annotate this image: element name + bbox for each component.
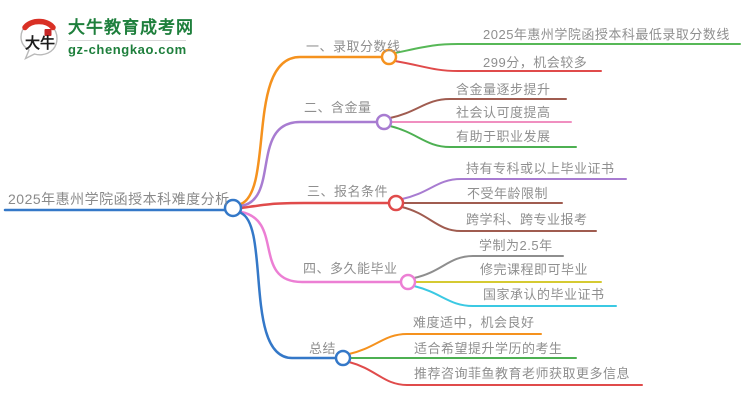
leaf-label-4-2: 修完课程即可毕业 <box>480 262 589 277</box>
branch-label-5: 总结 <box>309 341 337 356</box>
logo-title: 大牛教育成考网 <box>68 18 194 37</box>
leaf-label-4-1: 学制为2.5年 <box>479 238 553 253</box>
branch-label-3: 三、报名条件 <box>307 184 389 199</box>
logo-divider <box>68 40 186 41</box>
branch-node-circle-3 <box>387 194 405 212</box>
branch-label-1: 一、录取分数线 <box>306 39 401 54</box>
leaf-line-5-3 <box>348 361 643 386</box>
leaf-label-1-2: 299分，机会较多 <box>483 55 588 70</box>
leaf-label-5-2: 适合希望提升学历的考生 <box>414 341 563 356</box>
branch-line-5 <box>239 211 338 360</box>
leaf-label-3-1: 持有专科或以上毕业证书 <box>466 161 615 176</box>
branch-label-2: 二、含金量 <box>304 100 372 115</box>
leaf-label-2-2: 社会认可度提高 <box>456 105 551 120</box>
branch-node-circle-2 <box>375 113 393 131</box>
branch-line-1 <box>239 55 384 206</box>
leaf-line-5-1 <box>348 333 542 355</box>
leaf-line-3-1 <box>401 178 627 200</box>
logo-domain: gz-chengkao.com <box>68 42 187 57</box>
leaf-label-3-2: 不受年龄限制 <box>467 186 549 201</box>
leaf-label-3-3: 跨学科、跨专业报考 <box>466 212 588 227</box>
leaf-line-2-1 <box>389 98 567 119</box>
logo-bull-icon: 大牛 <box>20 18 58 60</box>
root-node-circle <box>223 198 243 218</box>
leaf-label-1-1: 2025年惠州学院函授本科最低录取分数线 <box>483 27 730 42</box>
site-logo: 大牛 大牛教育成考网 gz-chengkao.com <box>16 12 194 64</box>
logo-seal <box>44 29 52 36</box>
logo-icon-text: 大牛 <box>25 34 55 52</box>
branch-label-4: 四、多久能毕业 <box>303 261 398 276</box>
leaf-line-4-1 <box>413 255 564 279</box>
leaf-line-4-3 <box>413 285 617 307</box>
leaf-label-2-3: 有助于职业发展 <box>456 129 551 144</box>
branch-node-circle-1 <box>380 48 398 66</box>
branch-line-2 <box>239 120 379 208</box>
leaf-label-2-1: 含金量逐步提升 <box>456 82 551 97</box>
leaf-line-1-2 <box>394 60 602 72</box>
root-topic-label: 2025年惠州学院函授本科难度分析 <box>8 191 230 207</box>
logo-red-arc <box>22 18 56 31</box>
leaf-label-5-3: 推荐咨询菲鱼教育老师获取更多信息 <box>414 366 631 381</box>
leaf-line-2-3 <box>389 125 577 148</box>
leaf-label-5-1: 难度适中，机会良好 <box>413 315 535 330</box>
leaf-line-3-3 <box>401 206 597 232</box>
branch-node-circle-4 <box>399 273 417 291</box>
branch-line-4 <box>239 210 403 284</box>
branch-line-3 <box>239 201 391 210</box>
branch-node-circle-5 <box>334 349 352 367</box>
leaf-label-4-3: 国家承认的毕业证书 <box>483 287 605 302</box>
leaf-line-1-1 <box>394 43 741 54</box>
